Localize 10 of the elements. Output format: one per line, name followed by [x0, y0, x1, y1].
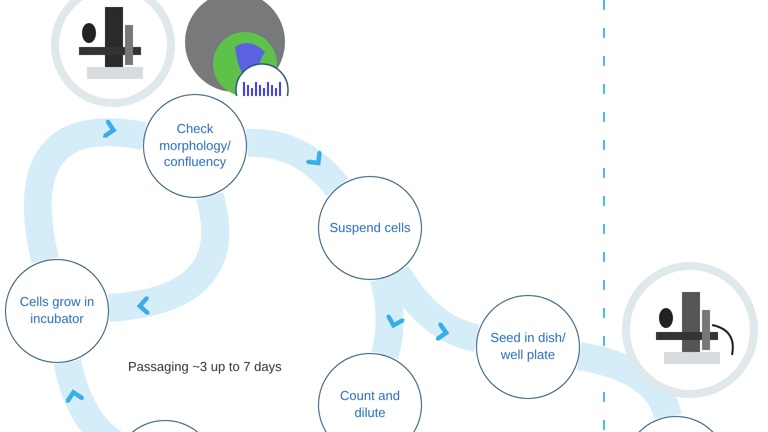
step-label: Count and dilute [339, 388, 401, 422]
step-label: Check morphology/ confluency [158, 120, 232, 172]
duration-note: Passaging ~3 up to 7 days [128, 359, 282, 374]
step-label: Cells grow in incubator [18, 294, 96, 328]
flow-band-arrow [108, 192, 230, 322]
flow-band-arrow [370, 274, 406, 359]
flow-band-arrow [24, 118, 146, 264]
flow-band-arrow [246, 128, 348, 196]
step-label: Seed in dish/ well plate [489, 330, 567, 364]
step-label: Suspend cells [328, 220, 412, 236]
